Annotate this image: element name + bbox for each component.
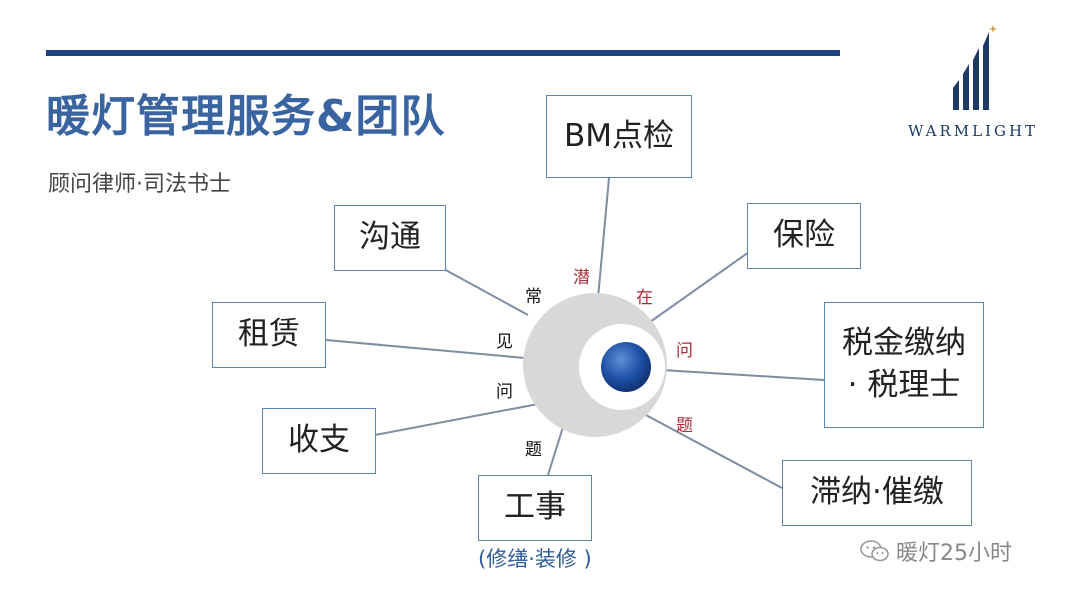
common-label-1: 常 — [525, 287, 542, 307]
center-core-circle — [601, 342, 651, 392]
connector-zulin — [325, 339, 526, 359]
watermark-text: 暖灯25小时 — [896, 541, 1012, 566]
page-title: 暖灯管理服务&团队 — [46, 91, 446, 142]
common-label-2: 见 — [496, 332, 513, 352]
box-tax-payment: 税金缴纳 · 税理士 — [824, 302, 984, 428]
connector-bm — [597, 177, 610, 299]
connector-goutong — [441, 267, 529, 316]
connector-zhina — [643, 413, 783, 489]
page-subtitle: 顾问律师·司法书士 — [48, 172, 231, 197]
box-late-payment: 滞纳·催缴 — [782, 460, 972, 526]
logo-bars-icon — [953, 25, 997, 110]
wechat-icon — [860, 540, 889, 562]
connector-shuijin — [661, 369, 825, 381]
top-accent-bar — [46, 50, 840, 56]
box-lease: 租赁 — [212, 302, 326, 368]
box-communication: 沟通 — [334, 205, 446, 271]
connector-baoxian — [649, 251, 750, 323]
common-label-4: 题 — [525, 440, 542, 460]
box-bm-check: BM点检 — [546, 95, 692, 178]
box-insurance: 保险 — [747, 203, 861, 269]
common-label-3: 问 — [496, 382, 513, 402]
box-income-expense: 收支 — [262, 408, 376, 474]
potential-label-2: 在 — [636, 288, 653, 308]
box-construction: 工事 — [478, 475, 592, 541]
potential-label-4: 题 — [676, 416, 693, 436]
warmlight-logo: WARMLIGHT — [893, 24, 1053, 154]
logo-text: WARMLIGHT — [907, 122, 1039, 140]
construction-note: (修缮·装修 ) — [478, 547, 592, 571]
connector-gongshi — [547, 426, 564, 476]
connector-shouzhi — [374, 403, 539, 436]
watermark: 暖灯25小时 — [860, 535, 1012, 567]
potential-label-3: 问 — [676, 341, 693, 361]
potential-label-1: 潜 — [573, 268, 590, 288]
